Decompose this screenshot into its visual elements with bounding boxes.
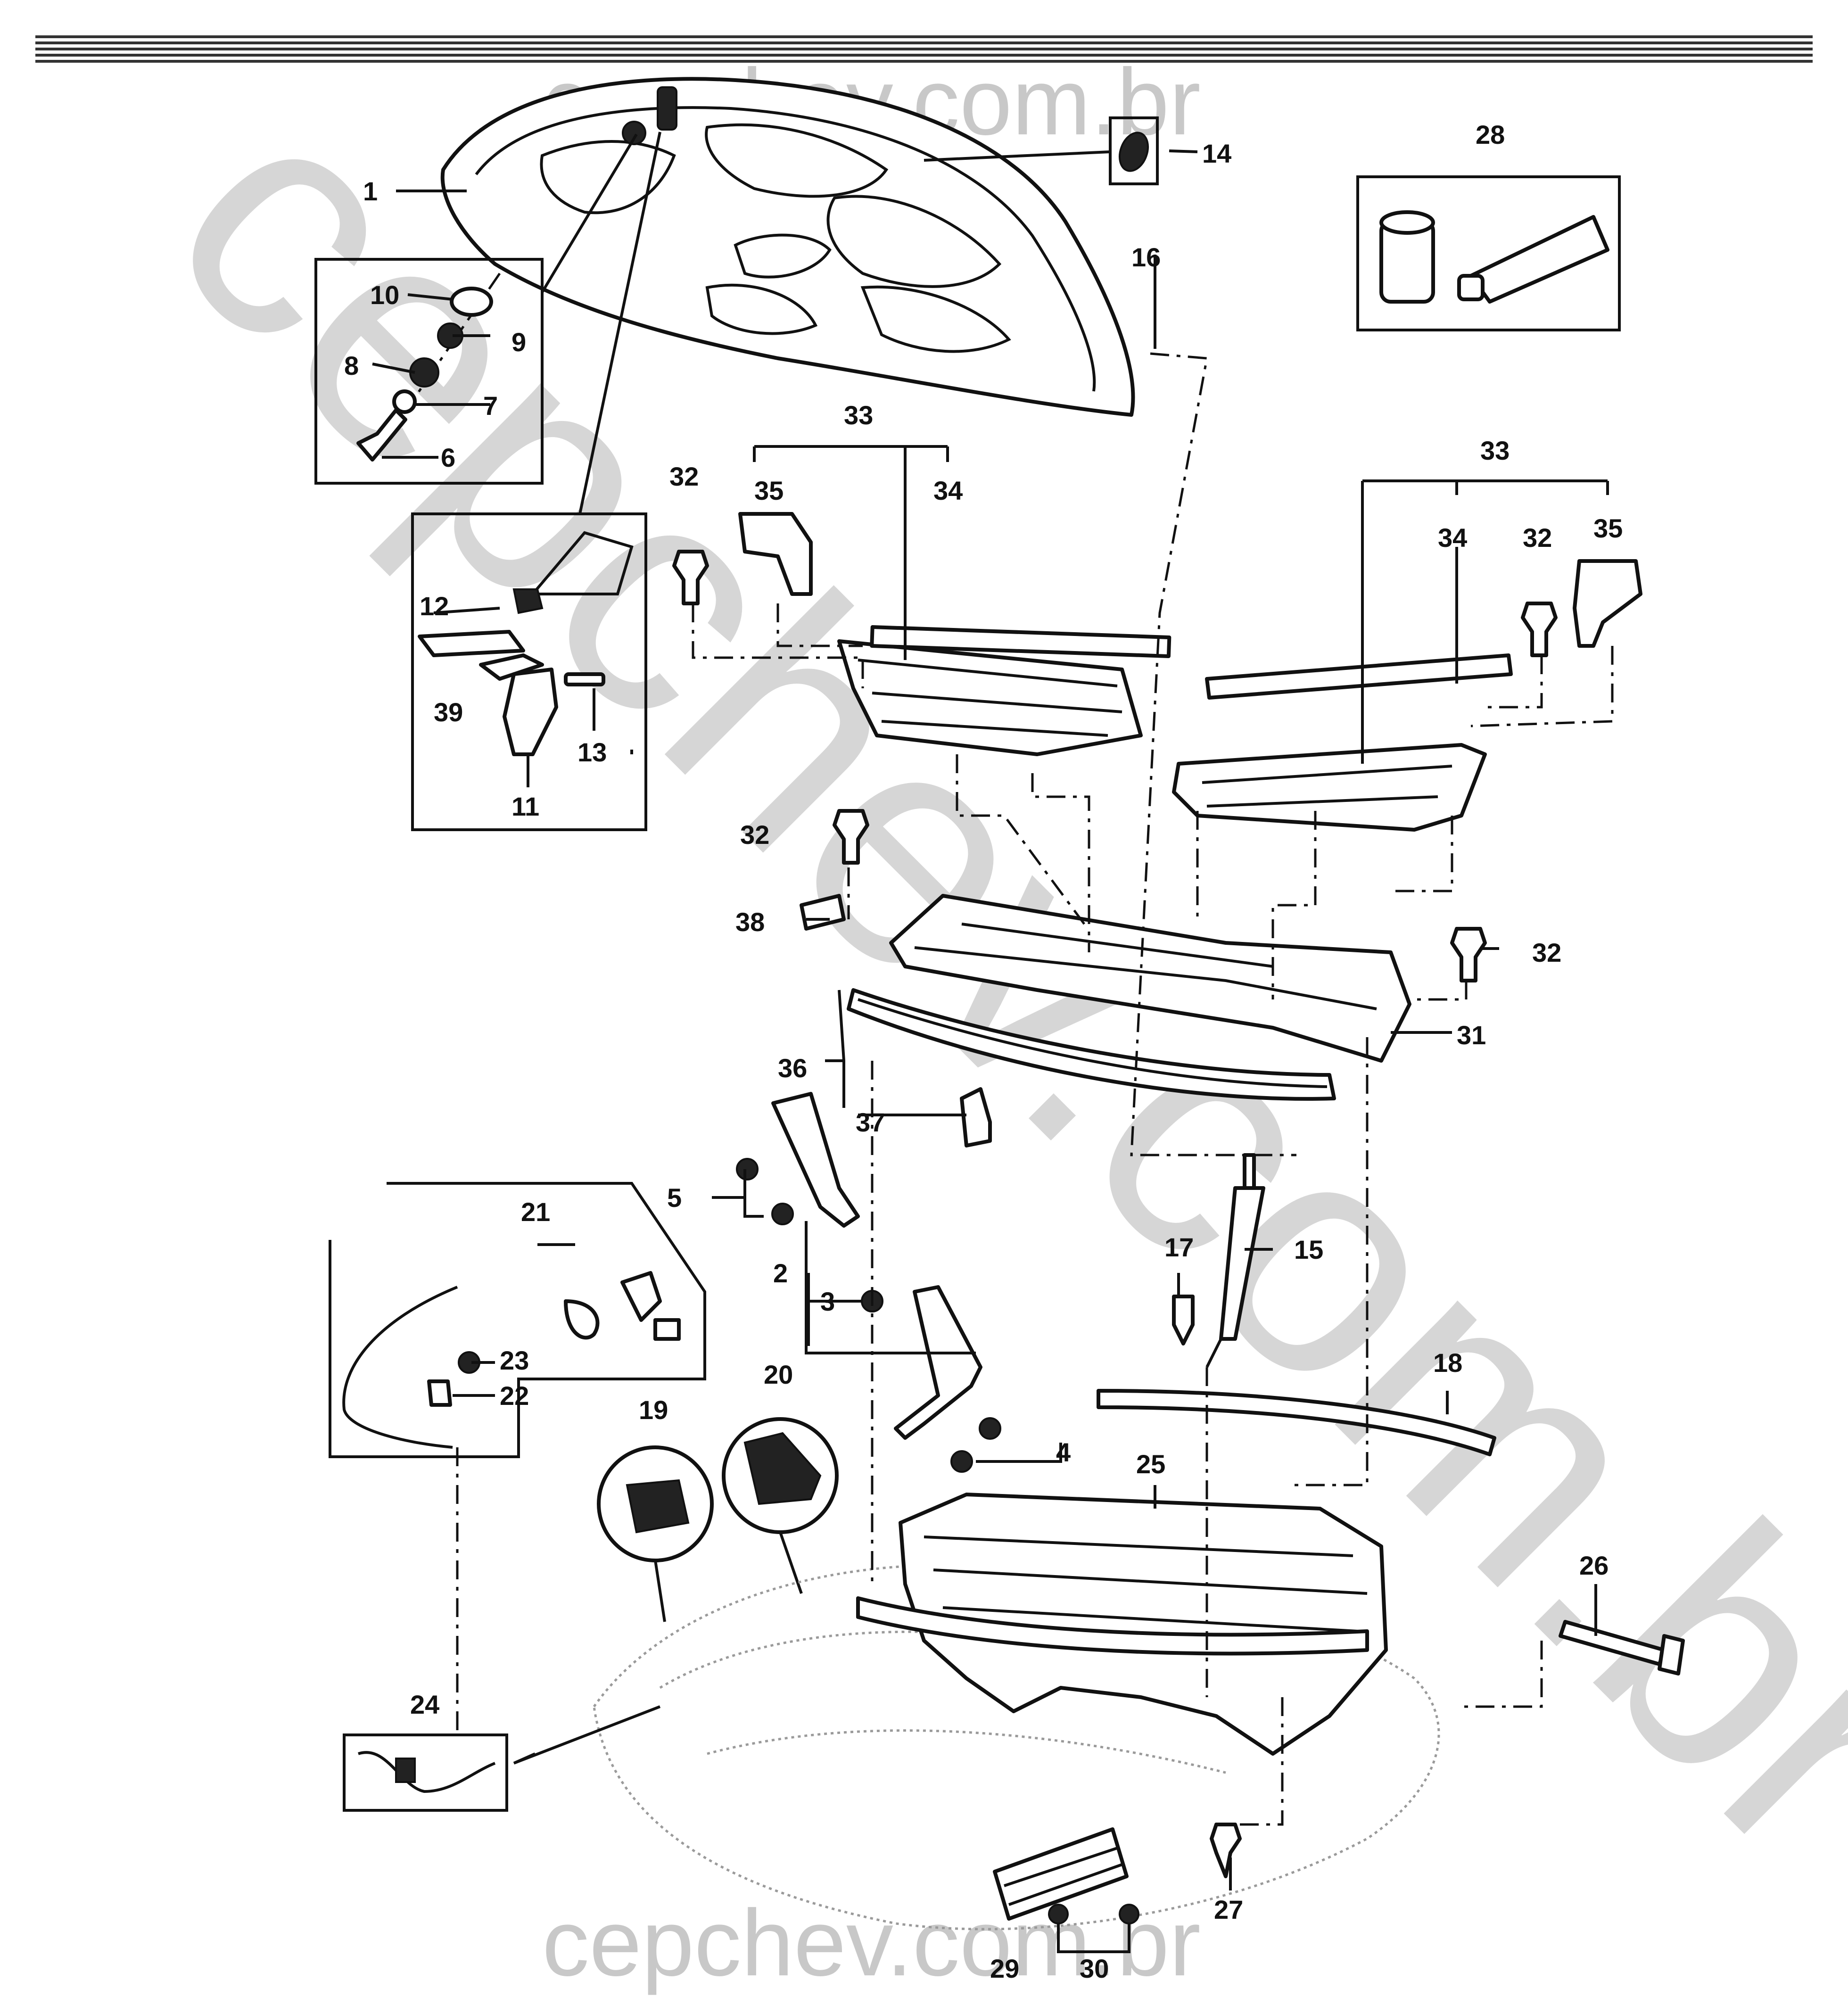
callout-5: 5 xyxy=(667,1183,682,1213)
plenum-panel-25 xyxy=(856,1493,1388,1756)
callout-36: 36 xyxy=(778,1053,807,1083)
bump-stop-inset xyxy=(314,133,638,485)
callout-4: 4 xyxy=(1056,1437,1071,1467)
callout-35-b: 35 xyxy=(1593,513,1623,543)
header-rule xyxy=(35,35,1813,63)
callout-1: 1 xyxy=(363,176,378,206)
callout-12: 12 xyxy=(420,591,449,621)
gas-strut xyxy=(1172,1153,1265,1368)
callout-28: 28 xyxy=(1476,120,1505,149)
callout-20: 20 xyxy=(764,1360,793,1389)
hood-plug-14 xyxy=(924,116,1159,185)
callout-11: 11 xyxy=(512,792,539,821)
callout-10: 10 xyxy=(370,280,399,310)
callout-27: 27 xyxy=(1214,1895,1243,1924)
callout-leaders xyxy=(372,149,1609,1890)
callout-labels: 1 2 3 4 5 6 7 8 9 10 11 12 13 14 15 16 1… xyxy=(344,120,1623,1983)
callout-32-c: 32 xyxy=(740,820,769,850)
cowl-grille-left xyxy=(672,512,1172,756)
watermark-bottom: cepchev.com.br xyxy=(542,1890,1201,1996)
callout-32-d: 32 xyxy=(1532,938,1561,967)
inset-20 xyxy=(722,1417,839,1594)
hood-seal-18 xyxy=(1097,1389,1496,1456)
cowl-grille-right xyxy=(1172,559,1642,832)
callout-31: 31 xyxy=(1457,1020,1486,1050)
callout-33-a: 33 xyxy=(844,400,873,430)
callout-38: 38 xyxy=(735,907,765,937)
callout-39: 39 xyxy=(434,697,463,727)
callout-22: 22 xyxy=(500,1381,529,1411)
callout-34-b: 34 xyxy=(1438,523,1467,553)
callout-19: 19 xyxy=(639,1395,668,1425)
callout-37: 37 xyxy=(856,1107,885,1137)
callout-16: 16 xyxy=(1131,242,1161,272)
callout-32-a: 32 xyxy=(669,462,699,491)
callout-3: 3 xyxy=(820,1287,835,1316)
callout-25: 25 xyxy=(1136,1449,1165,1479)
callout-14: 14 xyxy=(1202,139,1231,168)
callout-24: 24 xyxy=(410,1690,439,1719)
callout-8: 8 xyxy=(344,351,359,380)
alignment-lines xyxy=(692,352,1614,1826)
callout-17: 17 xyxy=(1164,1232,1194,1262)
callout-33-b: 33 xyxy=(1480,436,1510,465)
hood-latch-inset xyxy=(411,132,661,831)
callout-32-b: 32 xyxy=(1523,523,1552,553)
callout-9: 9 xyxy=(512,327,526,357)
callout-15: 15 xyxy=(1294,1235,1323,1264)
callout-6: 6 xyxy=(441,443,455,472)
callout-13: 13 xyxy=(578,737,607,767)
bracket-inset-24 xyxy=(343,1733,508,1812)
lower-grille-29 xyxy=(993,1823,1242,1953)
callout-21: 21 xyxy=(521,1197,550,1227)
callout-26: 26 xyxy=(1579,1551,1609,1580)
callout-2: 2 xyxy=(773,1258,788,1288)
callout-18: 18 xyxy=(1433,1348,1462,1378)
hood-panel xyxy=(440,77,1135,417)
callout-23: 23 xyxy=(500,1345,529,1375)
release-cable-inset xyxy=(329,1182,706,1735)
cowl-panel xyxy=(847,894,1411,1101)
bolt-26 xyxy=(1559,1620,1685,1676)
callout-7: 7 xyxy=(483,391,498,421)
callout-29: 29 xyxy=(990,1954,1019,1983)
callout-34-a: 34 xyxy=(933,476,963,505)
callout-35-a: 35 xyxy=(754,476,784,505)
adhesive-kit-28 xyxy=(1356,175,1621,331)
inset-19 xyxy=(597,1445,714,1622)
callout-30: 30 xyxy=(1080,1954,1109,1983)
hood-hinges xyxy=(736,1092,1001,1473)
